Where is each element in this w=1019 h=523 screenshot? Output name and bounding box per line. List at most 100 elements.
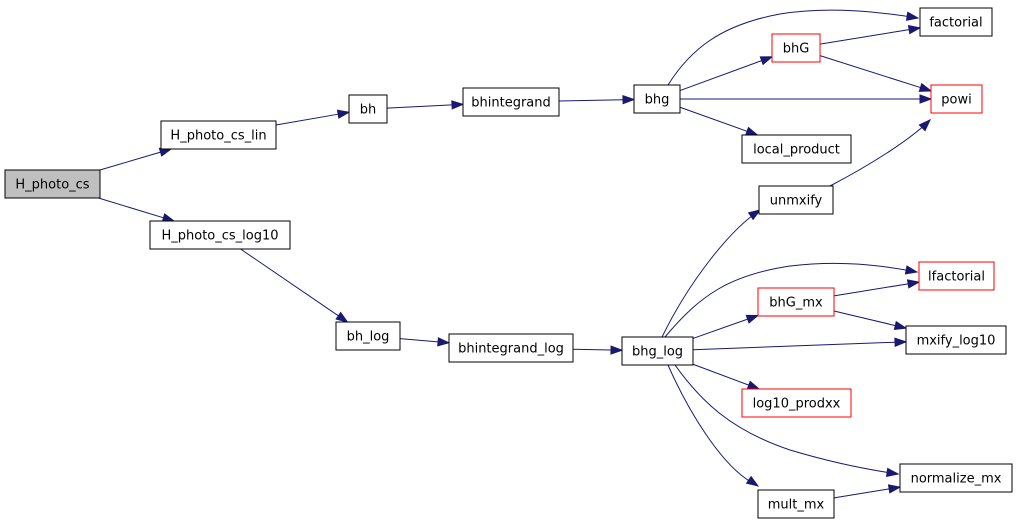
edge-bh_log-to-bhintegrand_log [399, 337, 451, 347]
node-local-product[interactable]: local_product [741, 134, 852, 164]
edge-bhg_log-to-normalize_mx [674, 364, 900, 478]
node-label: bhG [783, 42, 810, 57]
node-bhintegrand[interactable]: bhintegrand [462, 87, 560, 117]
node-lfactorial[interactable]: lfactorial [918, 261, 995, 291]
node-label: bhG_mx [769, 296, 823, 311]
node-mult-mx[interactable]: mult_mx [757, 489, 835, 519]
arrowhead-icon [745, 314, 760, 324]
edge-bhg-to-factorial [667, 9, 920, 86]
node-label: normalize_mx [911, 472, 1002, 487]
node-label: bh [360, 103, 377, 118]
node-label: mxify_log10 [917, 334, 996, 349]
arrowhead-icon [759, 56, 774, 66]
arrowhead-icon [747, 209, 762, 221]
node-box [160, 120, 277, 150]
edge-line [692, 341, 896, 351]
arrowhead-icon [336, 109, 351, 119]
arrowhead-icon [918, 118, 932, 132]
edge-line [572, 348, 612, 351]
edge-line [98, 197, 164, 219]
edge-bhg_log-to-mult_mx [667, 364, 760, 487]
arrowhead-icon [745, 126, 759, 136]
node-bhintegrand-log[interactable]: bhintegrand_log [448, 333, 574, 363]
node-h-photo-cs-lin[interactable]: H_photo_cs_lin [160, 120, 277, 150]
node-label: bhintegrand [471, 96, 551, 111]
edge-line [667, 9, 919, 86]
node-box [757, 287, 835, 317]
node-label: factorial [929, 16, 982, 31]
arrowhead-icon [918, 82, 933, 92]
node-factorial[interactable]: factorial [919, 7, 993, 37]
edge-line [679, 106, 748, 132]
edge-line [692, 318, 748, 339]
node-label: H_photo_cs_log10 [161, 229, 278, 244]
edge-unmxify-to-powi [829, 118, 932, 187]
edge-bhG_mx-to-mxify_log10 [833, 310, 908, 331]
edge-line [833, 310, 896, 327]
arrowhead-icon [893, 320, 908, 331]
node-label: powi [941, 93, 971, 108]
edge-line [99, 151, 161, 171]
nodes-layer: H_photo_cs H_photo_cs_linH_photo_cs_log10… [4, 7, 1013, 519]
arrowhead-icon [887, 484, 902, 494]
node-bhg-log[interactable]: bhg_log [621, 336, 694, 366]
edge-H_photo_cs-to-H_photo_cs_log10 [98, 197, 176, 223]
edges-layer [98, 9, 933, 499]
edge-H_photo_cs_lin-to-bh [275, 109, 351, 126]
node-box [771, 33, 821, 63]
node-normalize-mx[interactable]: normalize_mx [899, 463, 1013, 493]
node-powi[interactable]: powi [930, 84, 983, 114]
edge-line [275, 113, 339, 126]
edge-line [240, 248, 339, 317]
arrowhead-icon [904, 265, 919, 275]
edge-H_photo_cs-to-H_photo_cs_lin [99, 147, 173, 171]
arrowhead-icon [622, 94, 636, 105]
node-mxify-log10[interactable]: mxify_log10 [905, 325, 1007, 355]
node-bhg[interactable]: bhG [771, 33, 821, 63]
node-box [633, 84, 681, 114]
node-label: mult_mx [768, 498, 825, 513]
node-bhg-mx[interactable]: bhG_mx [757, 287, 835, 317]
edge-bhg_log-to-log10_prodxx [692, 363, 761, 390]
node-box [930, 84, 983, 114]
arrowhead-icon [451, 100, 465, 110]
node-box [4, 169, 101, 199]
node-box [335, 321, 401, 351]
node-label: bhg_log [632, 345, 683, 360]
node-box [757, 489, 835, 519]
node-log10-prodxx[interactable]: log10_prodxx [741, 388, 852, 418]
node-label: H_photo_cs_lin [170, 129, 266, 144]
edge-line [819, 29, 910, 45]
arrowhead-icon [906, 279, 921, 289]
node-box [899, 463, 1013, 493]
edge-bhg_log-to-lfactorial [664, 262, 919, 338]
edge-line [664, 262, 918, 338]
arrowhead-icon [610, 345, 624, 355]
arrowhead-icon [919, 94, 933, 104]
edge-line [679, 60, 762, 92]
node-bhg[interactable]: bhg [633, 84, 681, 114]
arrowhead-icon [905, 11, 920, 21]
node-h-photo-cs-log10[interactable]: H_photo_cs_log10 [149, 220, 291, 250]
node-box [741, 134, 852, 164]
node-label: lfactorial [928, 270, 985, 285]
node-box [149, 220, 291, 250]
node-bh[interactable]: bh [348, 94, 388, 124]
edge-mult_mx-to-normalize_mx [833, 484, 902, 499]
node-label: local_product [753, 143, 840, 158]
node-h-photo-cs[interactable]: H_photo_cs [4, 169, 101, 199]
edge-line [674, 364, 899, 475]
edge-line [399, 338, 439, 343]
arrowhead-icon [907, 25, 922, 35]
arrowhead-icon [745, 475, 760, 487]
arrowhead-icon [335, 311, 349, 323]
edge-bh-to-bhintegrand [386, 100, 465, 110]
node-unmxify[interactable]: unmxify [758, 185, 834, 215]
edge-line [833, 283, 909, 297]
edge-bhintegrand-to-bhg [558, 94, 636, 105]
edge-bhG-to-powi [819, 55, 933, 92]
node-bh-log[interactable]: bh_log [335, 321, 401, 351]
arrowhead-icon [161, 213, 176, 223]
edge-line [661, 209, 761, 338]
edge-bhintegrand_log-to-bhg_log [572, 345, 624, 355]
